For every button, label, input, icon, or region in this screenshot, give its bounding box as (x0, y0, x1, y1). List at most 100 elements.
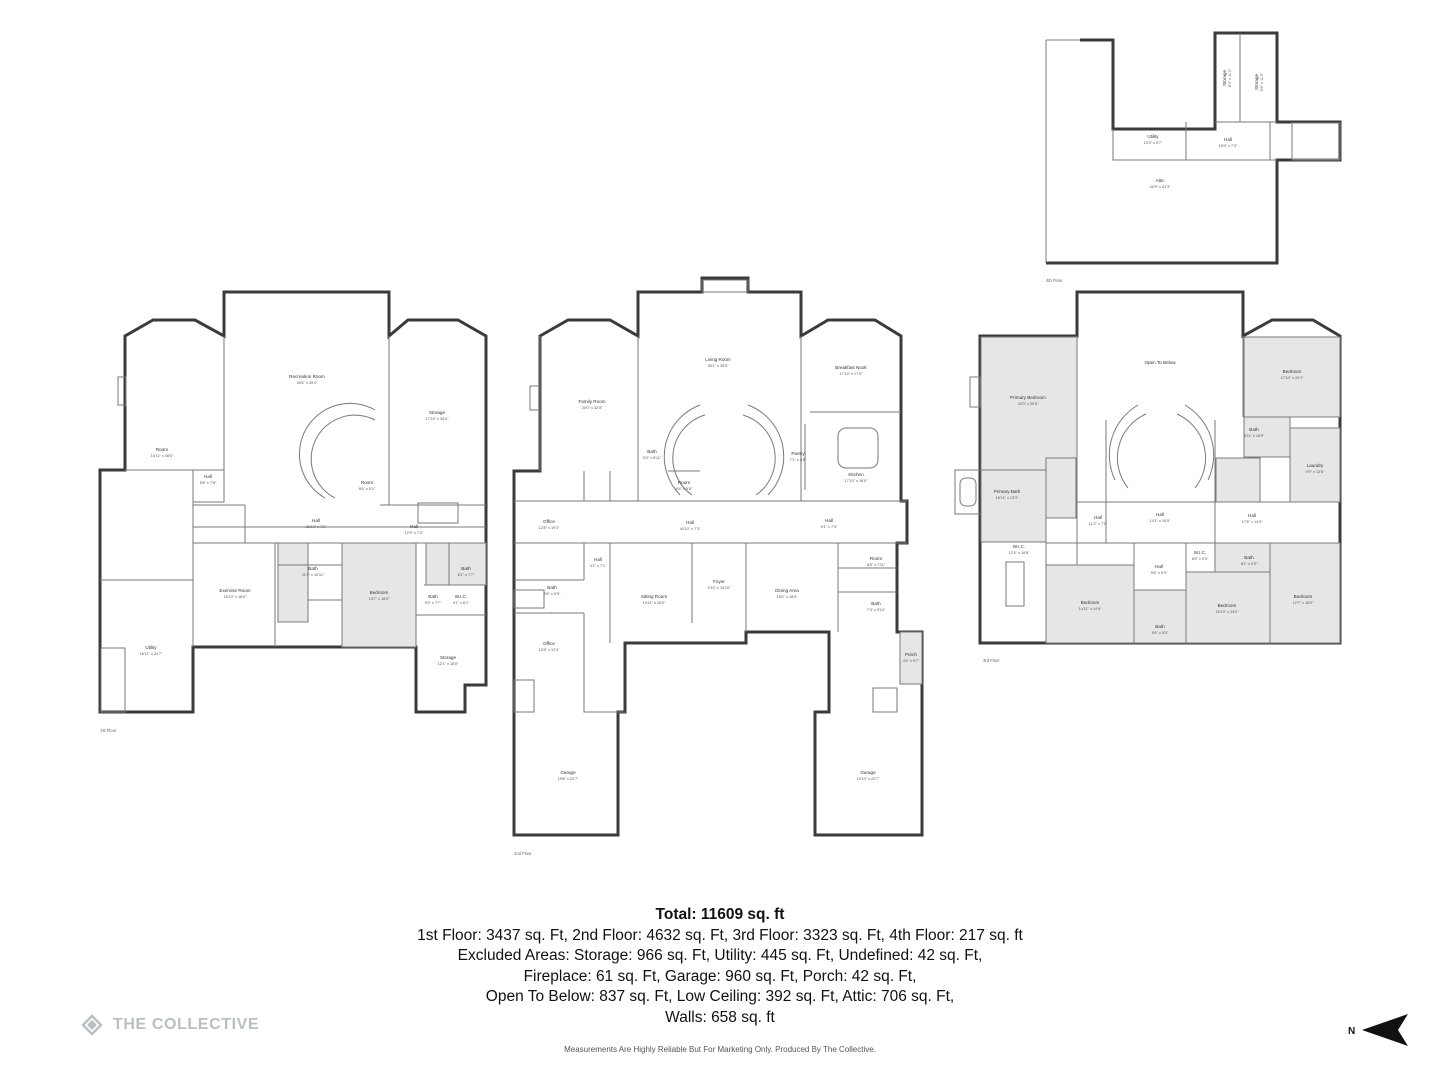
floor-caption: 3rd Floor (983, 658, 1000, 663)
room-label: Bath (1244, 555, 1254, 560)
room-dim: 8'1" x 5'3" (1241, 562, 1258, 566)
room-label: Utility (1147, 134, 1159, 139)
room-label: Storage (1254, 74, 1259, 91)
room-dim: 12'4" x 18'6" (1009, 551, 1030, 555)
room-label: Dining Area (775, 588, 799, 593)
room-dim: 9'6" x 9'9" (1151, 571, 1168, 575)
room-dim: 19'8" x 22'7" (558, 777, 579, 781)
room-label: Hall (594, 557, 602, 562)
room-dim: 8'11" x 16'9" (1244, 434, 1265, 438)
room-label: Primary Bedroom (1010, 395, 1046, 400)
north-label: N (1348, 1026, 1355, 1037)
floor-caption: 4th Floor (1046, 278, 1063, 283)
room-dim: 13'3" x 5'7" (1144, 141, 1163, 145)
total-area: Total: 11609 sq. ft (655, 906, 785, 923)
north-arrow-icon: N (1348, 1014, 1408, 1046)
room-dim: 14'1" x 10'5" (1150, 519, 1171, 523)
room-dim: 4'1" x 7'1" (590, 564, 607, 568)
room-label: Hall (1156, 512, 1164, 517)
summary-line: 1st Floor: 3437 sq. Ft, 2nd Floor: 4632 … (417, 926, 1023, 944)
room-label: Exercise Room (219, 588, 250, 593)
room-label: Room (870, 556, 882, 561)
room-label: W.I.C. (1013, 544, 1026, 549)
area-summary: Total: 11609 sq. ft 1st Floor: 3437 sq. … (300, 905, 1140, 1029)
room-dim: 42'9" x 41'3" (1150, 185, 1171, 189)
room-label: Bath (647, 449, 657, 454)
room-dim: 15'11" x 48'6" (151, 454, 174, 458)
room-dim: 19'10" x 22'7" (857, 777, 881, 781)
room-dim: 11'2" x 7'1" (1089, 522, 1108, 526)
floor-plan-diagram: Recreation Room 30'6" x 39'4" Storage 17… (98, 31, 1342, 856)
summary-line: Excluded Areas: Storage: 966 sq. Ft, Uti… (457, 947, 983, 965)
room-label: W.I.C. (1194, 550, 1207, 555)
room-dim: 15'10" x 18'0" (224, 595, 248, 599)
room-label: Bedroom (1294, 594, 1313, 599)
room-label: Attic (1156, 178, 1166, 183)
room-dim: 9'9" x 13'8" (1306, 470, 1325, 474)
room-label: Kitchen (848, 472, 864, 477)
room-label: Bath (1249, 427, 1259, 432)
floor-1st: Recreation Room 30'6" x 39'4" Storage 17… (98, 290, 488, 733)
room-label: Family Room (578, 399, 605, 404)
room-label: Pantry (791, 451, 805, 456)
room-dim: 9'1" x 7'3" (821, 525, 838, 529)
brand-logo: THE COLLECTIVE (80, 1013, 259, 1037)
room-dim: 5'3" x 6'11" (643, 456, 662, 460)
collective-logo-icon (81, 1014, 103, 1036)
room-label: Laundry (1307, 463, 1324, 468)
room-label: Bedroom (370, 590, 389, 595)
room-dim: 15'0" x 7'3" (1219, 144, 1238, 148)
room-label: Room (156, 447, 168, 452)
room-label: Hall (204, 474, 212, 479)
room-label: Bath (871, 601, 881, 606)
room-dim: 15'10" x 13'0" (1216, 610, 1240, 614)
room-label: Bath (1155, 624, 1165, 629)
room-label: Primary Bath (994, 489, 1021, 494)
room-dim: 17'6" x 14'5" (1242, 520, 1263, 524)
room-dim: 12'8" x 19'3" (539, 526, 560, 530)
room-dim: 12'7" x 18'0" (1293, 601, 1314, 605)
room-dim: 14'11" x 14'9" (1079, 607, 1102, 611)
room-dim: 8'8" x 7'11" (867, 563, 886, 567)
room-label: Hall (1155, 564, 1163, 569)
disclaimer: Measurements Are Highly Reliable But For… (564, 1045, 876, 1054)
room-dim: 17'10" x 16'5" (845, 479, 869, 483)
room-dim: 6'4" x 5'8" (676, 487, 693, 491)
room-dim: 15'0" x 18'0" (777, 595, 798, 599)
room-label: Storage (429, 410, 446, 415)
room-dim: 17'10" x 17'5" (840, 372, 864, 376)
room-dim: 17'10" x 20'1" (1281, 376, 1305, 380)
room-dim: 13'7" x 18'0" (369, 597, 390, 601)
floor-caption: 1st Floor (100, 728, 117, 733)
summary-line: Fireplace: 61 sq. Ft, Garage: 960 sq. Ft… (523, 967, 917, 985)
summary-line: Open To Below: 837 sq. Ft, Low Ceiling: … (485, 988, 955, 1006)
room-label: Bedroom (1283, 369, 1302, 374)
brand-name: THE COLLECTIVE (113, 1016, 260, 1033)
room-label: Bedroom (1081, 600, 1100, 605)
room-label: Room (678, 480, 690, 485)
room-dim: 4'1" x 6'1" (453, 601, 470, 605)
room-label: Garage (560, 770, 576, 775)
room-dim: 5'9" x 7'7" (425, 601, 442, 605)
room-label: Room (361, 480, 373, 485)
room-dim: 5'8" x 7'8" (200, 481, 217, 485)
room-label: Porch (905, 652, 917, 657)
room-dim: 17'10" x 34'0" (426, 417, 450, 421)
room-dim: 6'5" x 5'3" (1192, 557, 1209, 561)
room-dim: 20'0" x 32'8" (582, 406, 603, 410)
room-label: Hall (1094, 515, 1102, 520)
room-label: Hall (1224, 137, 1232, 142)
room-dim: 4'4" x 9'7" (903, 659, 920, 663)
room-label: Hall (686, 520, 694, 525)
floor-caption: 2nd Floor (514, 851, 532, 856)
room-label: Garage (860, 770, 876, 775)
room-label: Bath (428, 594, 438, 599)
room-label: Hall (825, 518, 833, 523)
room-dim: 11'9" x 10'11" (302, 573, 325, 577)
room-dim: 16'11" x 13'3" (996, 496, 1019, 500)
floor-3rd: Primary Bedroom 20'0" x 25'0" Open To Be… (954, 290, 1342, 663)
room-label: Office (543, 519, 555, 524)
room-dim: 40'10" x 7'3" (680, 527, 701, 531)
room-dim: 12'8" x 12'4" (539, 648, 560, 652)
room-label: Bath (308, 566, 318, 571)
